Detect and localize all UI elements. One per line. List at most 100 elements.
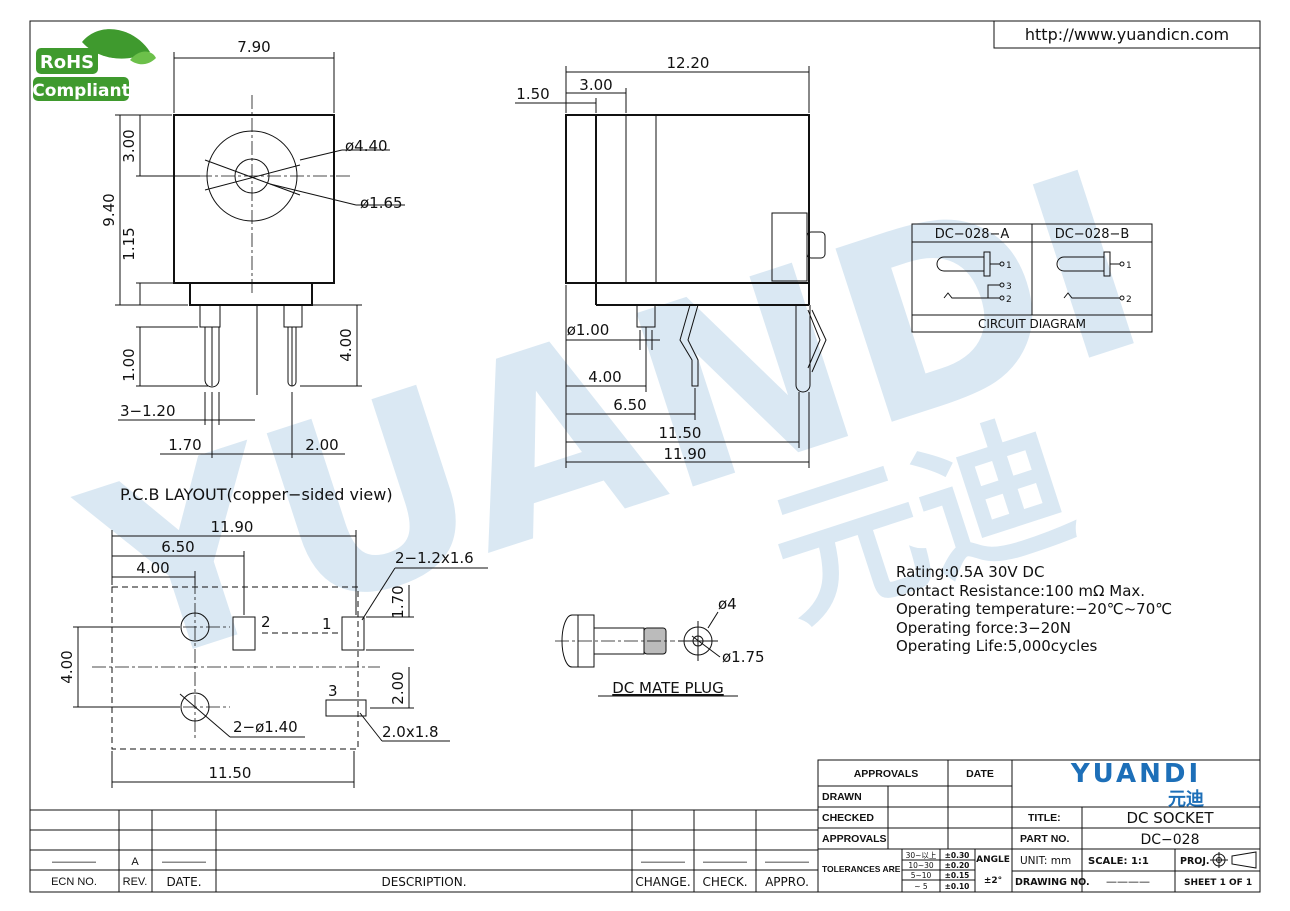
tb-drawn: DRAWN <box>822 791 862 803</box>
pcb-pad-label-2: 2 <box>261 613 271 631</box>
title-block: APPROVALS DATE DRAWN CHECKED APPROVALS T… <box>817 759 1261 893</box>
pcb-pad-3 <box>325 699 367 717</box>
rev-rev-value: A <box>131 856 139 868</box>
dim-pin-width: 3−1.20 <box>120 402 176 420</box>
pcb-pad-label-3: 3 <box>328 682 338 700</box>
rev-check-value: ———— <box>703 856 747 868</box>
pcb-dim-pos1: 4.00 <box>136 559 169 577</box>
circuit-a-pin1: 1 <box>1006 261 1012 271</box>
dim-side-total: 11.90 <box>664 445 707 463</box>
tb-proj: PROJ. <box>1180 856 1210 867</box>
tb-tolerances: TOLERANCES ARE <box>822 864 901 874</box>
pcb-outline <box>111 586 359 750</box>
circuit-diagram: DC−028−A DC−028−B CIRCUIT DIAGRAM 1 2 3 … <box>911 223 1153 333</box>
dim-pin2-pos: 6.50 <box>613 396 646 414</box>
dim-base-height: 1.15 <box>120 227 138 260</box>
dim-pin3-pos: 11.50 <box>659 424 702 442</box>
pcb-dim-height: 4.00 <box>58 650 76 683</box>
website-url[interactable]: http://www.yuandicn.com <box>1025 25 1229 44</box>
tb-tol-value-3: ±0.15 <box>945 871 970 880</box>
dim-hole-depth: 3.00 <box>579 76 612 94</box>
pcb-pad-label-1: 1 <box>322 615 332 633</box>
spec-rating: Rating:0.5A 30V DC <box>896 563 1044 581</box>
pcb-title: P.C.B LAYOUT(copper−sided view) <box>120 485 393 504</box>
rev-change-value: ———— <box>641 856 685 868</box>
pcb-pad-1 <box>341 616 365 651</box>
tb-part-label: PART NO. <box>1020 833 1069 845</box>
circuit-b-pin1: 1 <box>1126 261 1132 271</box>
specifications: Rating:0.5A 30V DC Contact Resistance:10… <box>896 563 1172 655</box>
tb-approvals: APPROVALS <box>854 768 919 780</box>
dim-pin-tip: 1.00 <box>120 348 138 381</box>
rohs-plate <box>36 48 98 74</box>
dim-top-to-center: 3.00 <box>120 129 138 162</box>
pcb-dim-width: 11.90 <box>211 518 254 536</box>
dim-front-height: 9.40 <box>100 193 118 226</box>
rev-appro-value: ———— <box>765 856 809 868</box>
tb-tol-range-4: ~ 5 <box>914 882 928 891</box>
side-view: 12.20 3.00 1.50 ø1.00 4.00 6.50 11.50 11… <box>515 54 827 468</box>
rev-date-label: DATE. <box>166 875 201 889</box>
tb-logo: YUANDI <box>1070 759 1201 789</box>
revision-block: ———— A ———— ———— ———— ———— ECN NO. REV. … <box>30 809 818 892</box>
dim-side-length: 12.20 <box>667 54 710 72</box>
rev-ecn-label: ECN NO. <box>51 876 97 888</box>
rev-rev-label: REV. <box>123 876 148 888</box>
tb-drawing-label: DRAWING NO. <box>1015 877 1090 888</box>
rev-check-label: CHECK. <box>702 875 747 889</box>
rev-change-label: CHANGE. <box>635 875 690 889</box>
tb-approvals2: APPROVALS <box>822 833 887 845</box>
rohs-text: RoHS <box>40 52 94 73</box>
url-box <box>993 20 1261 49</box>
compliant-text: Compliant <box>32 81 129 101</box>
tb-drawing-value: ———— <box>1106 875 1150 888</box>
leader-outer-diameter: ø4.40 <box>345 137 388 155</box>
tb-scale: SCALE: 1:1 <box>1088 856 1149 867</box>
tb-unit: UNIT: mm <box>1020 855 1071 867</box>
tb-tol-range-3: 5~10 <box>911 871 932 880</box>
rev-appro-label: APPRO. <box>765 875 809 889</box>
pcb-dim-vert-offset: 2.00 <box>389 671 407 704</box>
dim-pin-length: 4.00 <box>337 328 355 361</box>
rev-ecn-value: ———— <box>52 856 96 868</box>
circuit-a-pin3: 3 <box>1006 282 1012 292</box>
pcb-pad-2 <box>232 616 256 651</box>
rohs-badge: RoHS Compliant <box>32 29 156 101</box>
rev-desc-label: DESCRIPTION. <box>381 875 466 889</box>
projection-icon <box>1210 851 1257 869</box>
tb-part-value: DC−028 <box>1140 832 1199 848</box>
plug-outer-dim: ø4 <box>718 595 737 613</box>
pcb-dim-bottom-width: 11.50 <box>209 764 252 782</box>
plug-caption: DC MATE PLUG <box>612 679 724 697</box>
tb-tol-value-1: ±0.30 <box>945 851 970 860</box>
dim-pin-diameter: ø1.00 <box>567 321 610 339</box>
sheet-border <box>29 20 1261 893</box>
tb-tol-value-4: ±0.10 <box>945 882 970 891</box>
tb-angle-value: ±2° <box>984 876 1002 886</box>
spec-temperature: Operating temperature:−20℃~70℃ <box>896 600 1172 618</box>
tb-logo-cn: 元迪 <box>1168 789 1204 810</box>
spec-resistance: Contact Resistance:100 mΩ Max. <box>896 582 1145 600</box>
spec-force: Operating force:3−20N <box>896 619 1071 637</box>
leaf-small-icon <box>130 51 156 65</box>
spec-life: Operating Life:5,000cycles <box>896 637 1098 655</box>
pcb-layout: P.C.B LAYOUT(copper−sided view) 2 1 3 11… <box>58 485 488 788</box>
dim-front-lip: 1.50 <box>516 85 549 103</box>
side-slot <box>625 114 657 284</box>
circuit-variant-a: DC−028−A <box>935 227 1010 242</box>
front-view: 7.90 9.40 3.00 1.15 1.00 4.00 ø4.40 ø1.6… <box>100 38 405 458</box>
mate-plug: ø4 ø1.75 DC MATE PLUG <box>555 595 765 697</box>
tb-tol-range-2: 10~30 <box>908 861 934 870</box>
leader-inner-diameter: ø1.65 <box>360 194 403 212</box>
plug-inner-dim: ø1.75 <box>722 648 765 666</box>
front-body <box>173 114 335 284</box>
pcb-pad3-size: 2.0x1.8 <box>382 723 439 741</box>
circuit-a-pin2: 2 <box>1006 295 1012 305</box>
pcb-holes: 2−ø1.40 <box>233 718 298 736</box>
side-body <box>565 114 810 284</box>
leaf-icon <box>82 29 150 59</box>
front-base <box>189 282 313 306</box>
dim-front-width: 7.90 <box>237 38 270 56</box>
circuit-caption: CIRCUIT DIAGRAM <box>978 317 1086 331</box>
